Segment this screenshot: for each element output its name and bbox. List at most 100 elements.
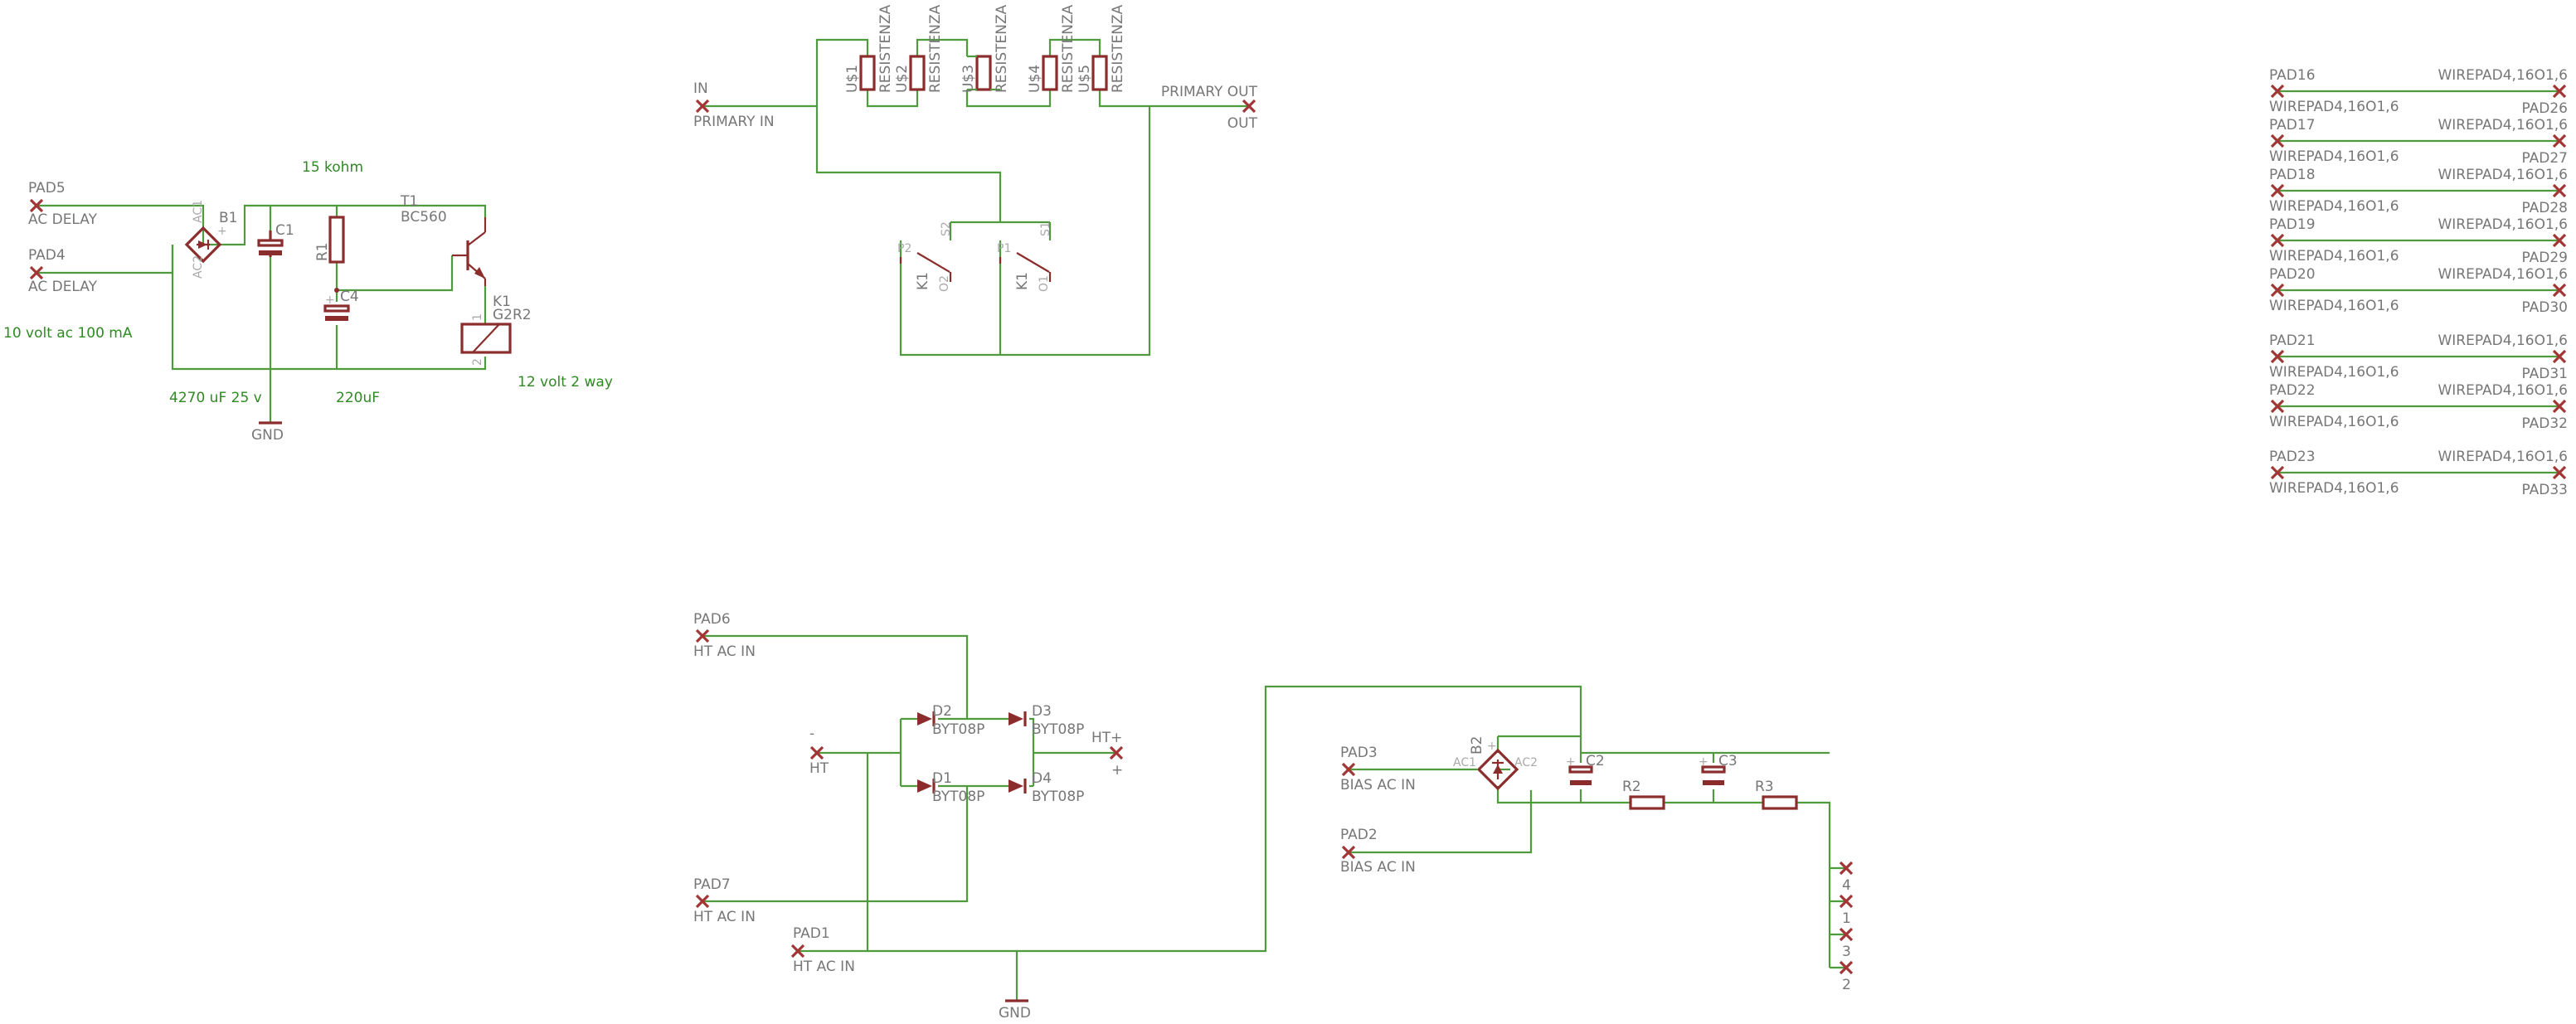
wirepad-right-name: PAD26 [2521, 100, 2568, 117]
k1-label: K1 [493, 294, 511, 310]
resistor-u5 [1091, 55, 1108, 91]
d1-value: BYT08P [932, 789, 984, 805]
primary-circuit: U$1 RESISTENZA U$2 RESISTENZA U$3 RESIST… [693, 4, 1258, 357]
c4-note: 220uF [336, 390, 380, 406]
k1a-p: P2 [897, 242, 911, 255]
wirepad-right-value: WIREPAD4,16O1,6 [2437, 449, 2568, 465]
d2-name: D2 [932, 703, 952, 720]
transistor-t1 [452, 217, 487, 286]
pad3-name: PAD3 [1340, 745, 1378, 761]
relay-contact-k1-a [899, 252, 952, 282]
r1-label: R1 [314, 242, 331, 261]
wirepad-right-value: WIREPAD4,16O1,6 [2437, 117, 2568, 133]
primary-in-name: IN [693, 80, 708, 97]
k1b-s: S1 [1039, 221, 1052, 236]
u4-name: U$4 [1027, 65, 1043, 93]
wirepad-left-value: WIREPAD4,16O1,6 [2269, 298, 2399, 314]
wirepad-right-name: PAD32 [2521, 415, 2568, 432]
d4-name: D4 [1032, 770, 1052, 787]
d1-name: D1 [932, 770, 952, 787]
b2-label: B2 [1469, 736, 1485, 755]
c1-note: 4270 uF 25 v [169, 390, 262, 406]
wirepad-left-value: WIREPAD4,16O1,6 [2269, 480, 2399, 497]
r1-note: 15 kohm [302, 159, 363, 176]
diode-d3 [1009, 711, 1027, 726]
diode-d4 [1009, 779, 1027, 793]
t1-value: BC560 [401, 209, 447, 226]
relay-contact-k1-b [999, 252, 1052, 282]
connector-pin-label-2: 3 [1842, 944, 1851, 960]
d3-value: BYT08P [1032, 721, 1084, 738]
resistor-r2 [1629, 795, 1665, 810]
b1-ac1-label: AC1 [192, 200, 205, 223]
u4-value: RESISTENZA [1060, 4, 1077, 93]
wirepad-left-value: WIREPAD4,16O1,6 [2269, 414, 2399, 430]
c3-label: C3 [1718, 753, 1738, 769]
wirepad-left-name: PAD18 [2269, 167, 2316, 183]
b2-ac1-label: AC1 [1453, 756, 1476, 769]
u1-name: U$1 [844, 65, 861, 93]
wirepad-left-value: WIREPAD4,16O1,6 [2269, 364, 2399, 381]
capacitor-c4 [323, 304, 350, 321]
u2-name: U$2 [894, 65, 911, 93]
wirepad-right-value: WIREPAD4,16O1,6 [2437, 167, 2568, 183]
ht-rectifier: D2 BYT08P D3 BYT08P D1 BYT08P D4 BYT08P … [693, 611, 1582, 1022]
u3-name: U$3 [960, 65, 977, 93]
wirepad-left-value: WIREPAD4,16O1,6 [2269, 148, 2399, 165]
wirepad-left-value: WIREPAD4,16O1,6 [2269, 99, 2399, 115]
u1-value: RESISTENZA [877, 4, 894, 93]
resistor-r1 [328, 216, 345, 264]
k1a-s: S2 [940, 221, 953, 236]
b1-label: B1 [219, 210, 237, 226]
ht-minus-name: HT [809, 760, 829, 777]
delay-circuit: AC1 AC2 B1 + C1 R1 C4 + T1 BC560 K1 G2R2… [3, 159, 613, 444]
ht-minus-sign: - [809, 726, 814, 742]
r2-label: R2 [1622, 779, 1641, 795]
capacitor-c1 [257, 231, 284, 257]
r3-label: R3 [1755, 779, 1774, 795]
u5-value: RESISTENZA [1110, 4, 1126, 93]
k1-note: 12 volt 2 way [518, 374, 613, 391]
wirepad-left-name: PAD22 [2269, 382, 2316, 399]
wirepad-left-name: PAD23 [2269, 449, 2316, 465]
wirepad-left-name: PAD20 [2269, 266, 2316, 283]
c4-label: C4 [340, 289, 359, 305]
resistor-u2 [909, 55, 926, 91]
k1a-o: O2 [938, 275, 951, 292]
pad6-name: PAD6 [693, 611, 731, 628]
wirepad-right-name: PAD31 [2521, 366, 2568, 382]
k1-pin2: 2 [471, 358, 484, 366]
c2-plus: + [1566, 755, 1576, 769]
wirepad-left-name: PAD19 [2269, 216, 2316, 233]
wirepad-left-name: PAD16 [2269, 67, 2316, 84]
ht-plus-sign: + [1111, 762, 1123, 779]
k1b-p: P1 [997, 242, 1011, 255]
u3-value: RESISTENZA [994, 4, 1010, 93]
connector-pin-label-0: 4 [1842, 877, 1851, 894]
resistor-u3 [975, 55, 992, 91]
wirepad-right-value: WIREPAD4,16O1,6 [2437, 382, 2568, 399]
bias-supply: AC1 AC2 B2 + C2 C3 + + R2 R3 4 1 3 2 PAD… [1340, 735, 1854, 993]
u5-name: U$5 [1077, 65, 1093, 93]
pad2-name: PAD2 [1340, 827, 1378, 843]
wirepad-right-name: PAD27 [2521, 150, 2568, 167]
wirepad-right-name: PAD33 [2521, 482, 2568, 498]
k1b-o: O1 [1038, 275, 1051, 292]
pad3-label: BIAS AC IN [1340, 777, 1416, 793]
primary-in-label: PRIMARY IN [693, 114, 775, 130]
c2-label: C2 [1586, 753, 1605, 769]
gnd-label-delay: GND [251, 427, 284, 444]
pad2-label: BIAS AC IN [1340, 859, 1416, 876]
primary-out-label: OUT [1227, 115, 1258, 132]
pad4-signal: AC DELAY [28, 279, 98, 295]
wirepad-right-name: PAD29 [2521, 250, 2568, 266]
d2-value: BYT08P [932, 721, 984, 738]
